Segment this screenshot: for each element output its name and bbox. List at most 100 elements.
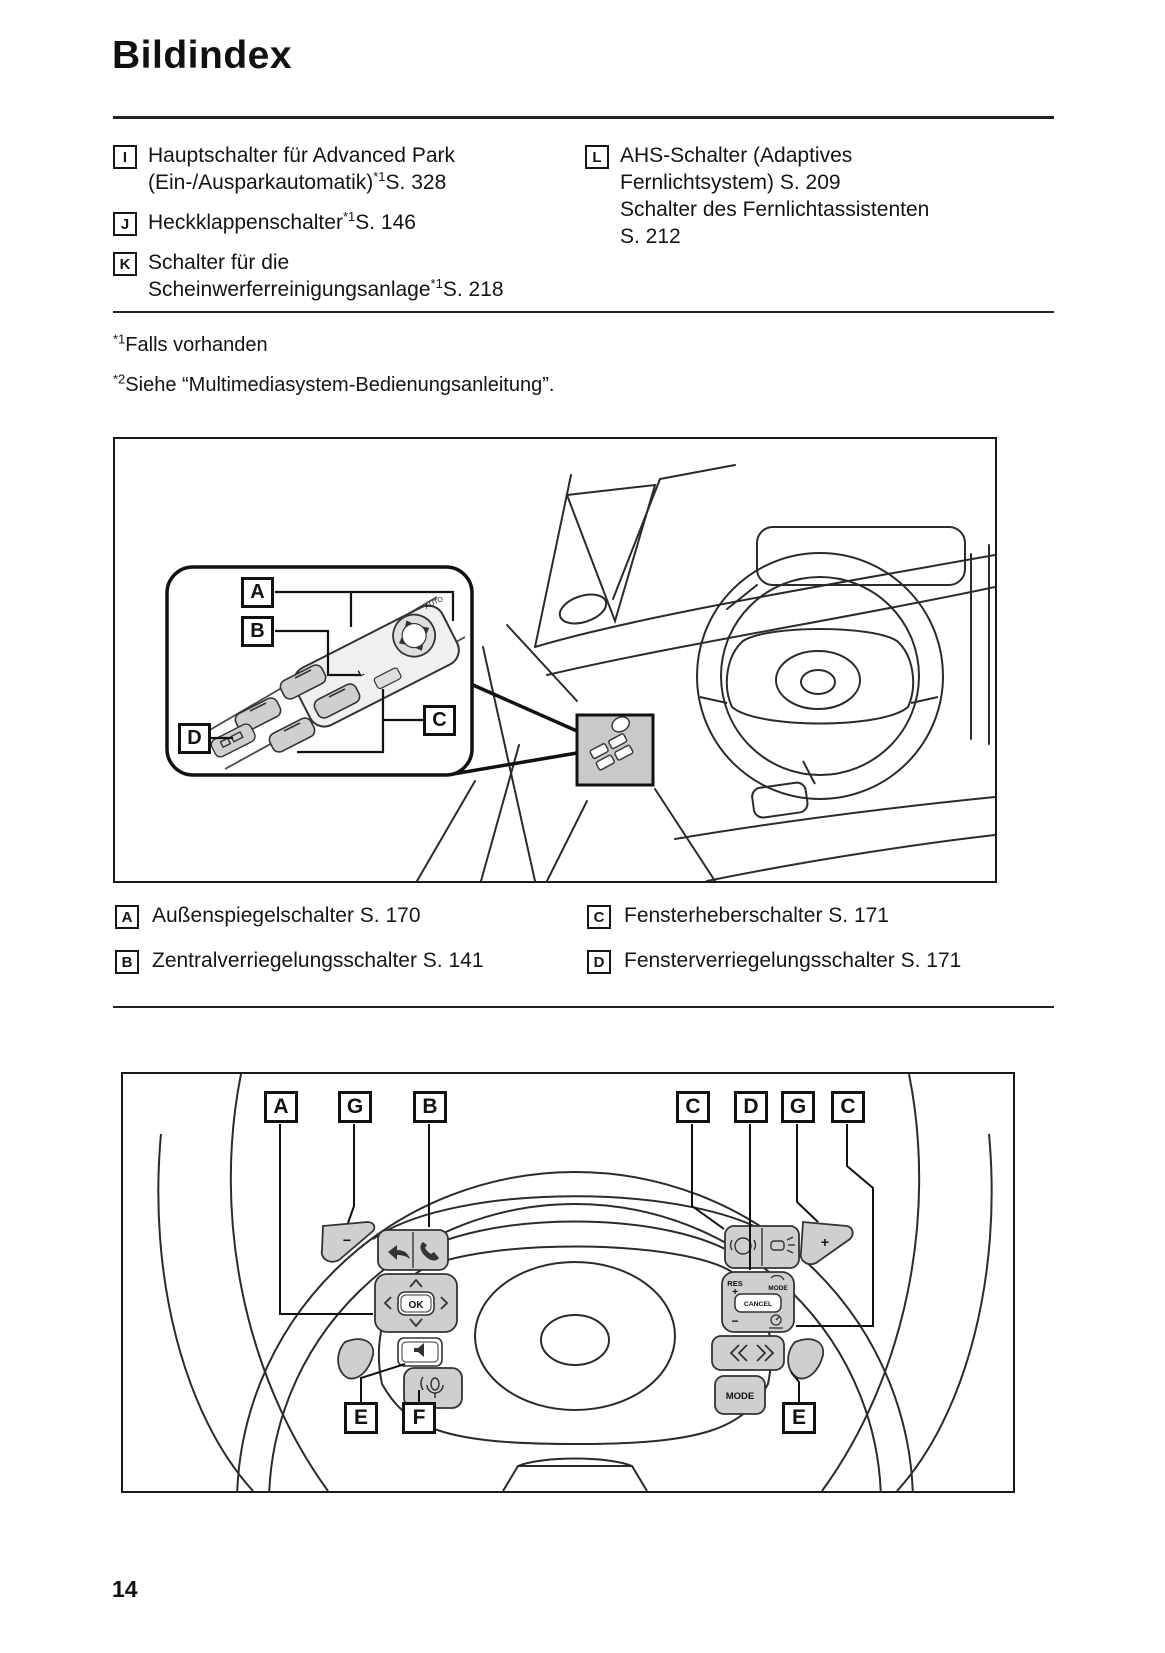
paddle-minus-label: −	[343, 1232, 351, 1248]
wheel-label-a: A	[264, 1091, 298, 1123]
wheel-label-g1: G	[338, 1091, 372, 1123]
callout-pointer	[452, 683, 578, 776]
res-label: RES	[727, 1279, 742, 1288]
cancel-button	[734, 1293, 782, 1313]
callout-label-d: D	[178, 723, 211, 754]
steering-wheel-illustration: − OK	[157, 1074, 993, 1491]
legend-marker-d: D	[587, 950, 611, 974]
index-j-line1: Heckklappenschalter	[148, 211, 343, 234]
figure-door-switches: AUTO L R	[113, 437, 997, 883]
legend-text-c: Fensterheberschalter S. 171	[624, 904, 889, 927]
footnote-2: *2Siehe “Multimediasystem-Bedienungsanle…	[113, 371, 554, 397]
right-switch-cluster: + RES + MODE	[711, 1221, 854, 1415]
panel-switch-shapes	[589, 716, 634, 771]
right-lower-paddle	[787, 1338, 825, 1380]
ok-button-label: OK	[409, 1300, 425, 1311]
horn-pad	[474, 1261, 676, 1411]
double-chevron-left-icon	[729, 1344, 748, 1362]
wheel-label-e2: E	[782, 1402, 816, 1434]
mirror-left-label: L	[356, 667, 366, 679]
double-chevron-right-icon	[756, 1344, 775, 1362]
track-skip-button	[711, 1335, 785, 1371]
wheel-label-c2: C	[831, 1091, 865, 1123]
index-marker-j: J	[113, 212, 137, 236]
index-k-line2: Scheinwerferreinigungsanlage	[148, 278, 431, 301]
legend-item-a: A Außenspiegelschalter S. 170	[115, 903, 421, 929]
wheel-label-b: B	[413, 1091, 447, 1123]
list-divider	[113, 311, 1054, 313]
arrow-left-icon	[398, 637, 406, 645]
index-j-page: S. 146	[355, 211, 416, 234]
index-marker-i: I	[113, 145, 137, 169]
legend-text-d: Fensterverriegelungsschalter S. 171	[624, 949, 962, 972]
cancel-button-label: CANCEL	[744, 1301, 772, 1308]
index-i-page: S. 328	[385, 171, 447, 194]
console-tray	[751, 781, 809, 819]
set-minus-label: −	[731, 1314, 738, 1328]
index-l-line1: AHS-Schalter (Adaptives	[620, 144, 853, 167]
index-item-j: J Heckklappenschalter*1S. 146	[113, 209, 575, 236]
door-switch-panel	[575, 713, 655, 787]
wheel-label-e1: E	[344, 1402, 378, 1434]
mode-small-label: MODE	[768, 1285, 788, 1292]
footnote-1-text: Falls vorhanden	[125, 334, 268, 356]
chevron-left-icon	[383, 1296, 392, 1310]
legend-item-d: D Fensterverriegelungsschalter S. 171	[587, 948, 961, 974]
paddle-minus	[320, 1221, 376, 1263]
index-k-page: S. 218	[442, 278, 504, 301]
drive-mode-icon	[770, 1274, 785, 1281]
speaker-icon	[414, 1343, 424, 1357]
index-column-left: I Hauptschalter für Advanced Park (Ein-/…	[113, 142, 575, 316]
instrument-binnacle	[756, 526, 966, 586]
legend-item-b: B Zentralverriegelungsschalter S. 141	[115, 948, 484, 974]
legend-marker-c: C	[587, 905, 611, 929]
airbag-pad	[725, 628, 915, 725]
window-lock-switch	[210, 723, 256, 758]
index-item-i: I Hauptschalter für Advanced Park (Ein-/…	[113, 142, 575, 196]
figure1-leader-lines	[211, 590, 455, 754]
footnote-1-mark: *1	[113, 331, 126, 347]
index-i-line1: Hauptschalter für Advanced Park	[148, 144, 456, 167]
steering-wheel	[696, 552, 944, 800]
footnote-ref: *1	[373, 169, 386, 184]
legend-divider	[113, 1006, 1054, 1008]
index-text-l: AHS-Schalter (Adaptives Fernlichtsystem)…	[620, 142, 929, 250]
footnote-ref: *1	[342, 209, 356, 224]
index-l-line2: Fernlichtsystem) S. 209	[620, 171, 841, 194]
footnote-2-mark: *2	[113, 371, 126, 387]
ok-button	[397, 1291, 435, 1316]
footnote-1: *1Falls vorhanden	[113, 331, 268, 357]
index-marker-l: L	[585, 145, 609, 169]
index-text-k: Schalter für die Scheinwerferreinigungsa…	[148, 249, 504, 303]
index-item-k: K Schalter für die Scheinwerferreinigung…	[113, 249, 575, 303]
speed-limiter-icon	[769, 1314, 783, 1329]
legend-item-c: C Fensterheberschalter S. 171	[587, 903, 889, 929]
mode-button-label: MODE	[726, 1391, 755, 1402]
callout-label-c: C	[423, 705, 456, 736]
wheel-label-c1: C	[676, 1091, 710, 1123]
index-text-j: Heckklappenschalter*1S. 146	[148, 209, 416, 236]
arrow-up-icon	[405, 620, 413, 627]
legend-marker-b: B	[115, 950, 139, 974]
callout-label-b: B	[241, 616, 274, 647]
callout-label-a: A	[241, 577, 274, 608]
res-plus-label: +	[732, 1287, 738, 1298]
acc-icon	[770, 1236, 795, 1254]
page-number: 14	[112, 1576, 138, 1602]
left-lower-paddle	[337, 1338, 375, 1380]
central-lock-button	[373, 667, 402, 690]
chevron-down-icon	[409, 1318, 423, 1328]
index-item-l: L AHS-Schalter (Adaptives Fernlichtsyste…	[585, 142, 1047, 250]
index-l-line4: S. 212	[620, 225, 681, 248]
side-window	[565, 483, 657, 625]
left-switch-cluster: − OK	[320, 1221, 463, 1409]
page-title: Bildindex	[112, 34, 293, 77]
arrow-right-icon	[422, 626, 430, 634]
index-text-i: Hauptschalter für Advanced Park (Ein-/Au…	[148, 142, 455, 196]
chevron-right-icon	[440, 1296, 449, 1310]
index-k-line1: Schalter für die	[148, 251, 290, 274]
wheel-hub	[378, 1245, 772, 1491]
cockpit-outline	[416, 464, 995, 881]
wheel-label-d: D	[734, 1091, 768, 1123]
